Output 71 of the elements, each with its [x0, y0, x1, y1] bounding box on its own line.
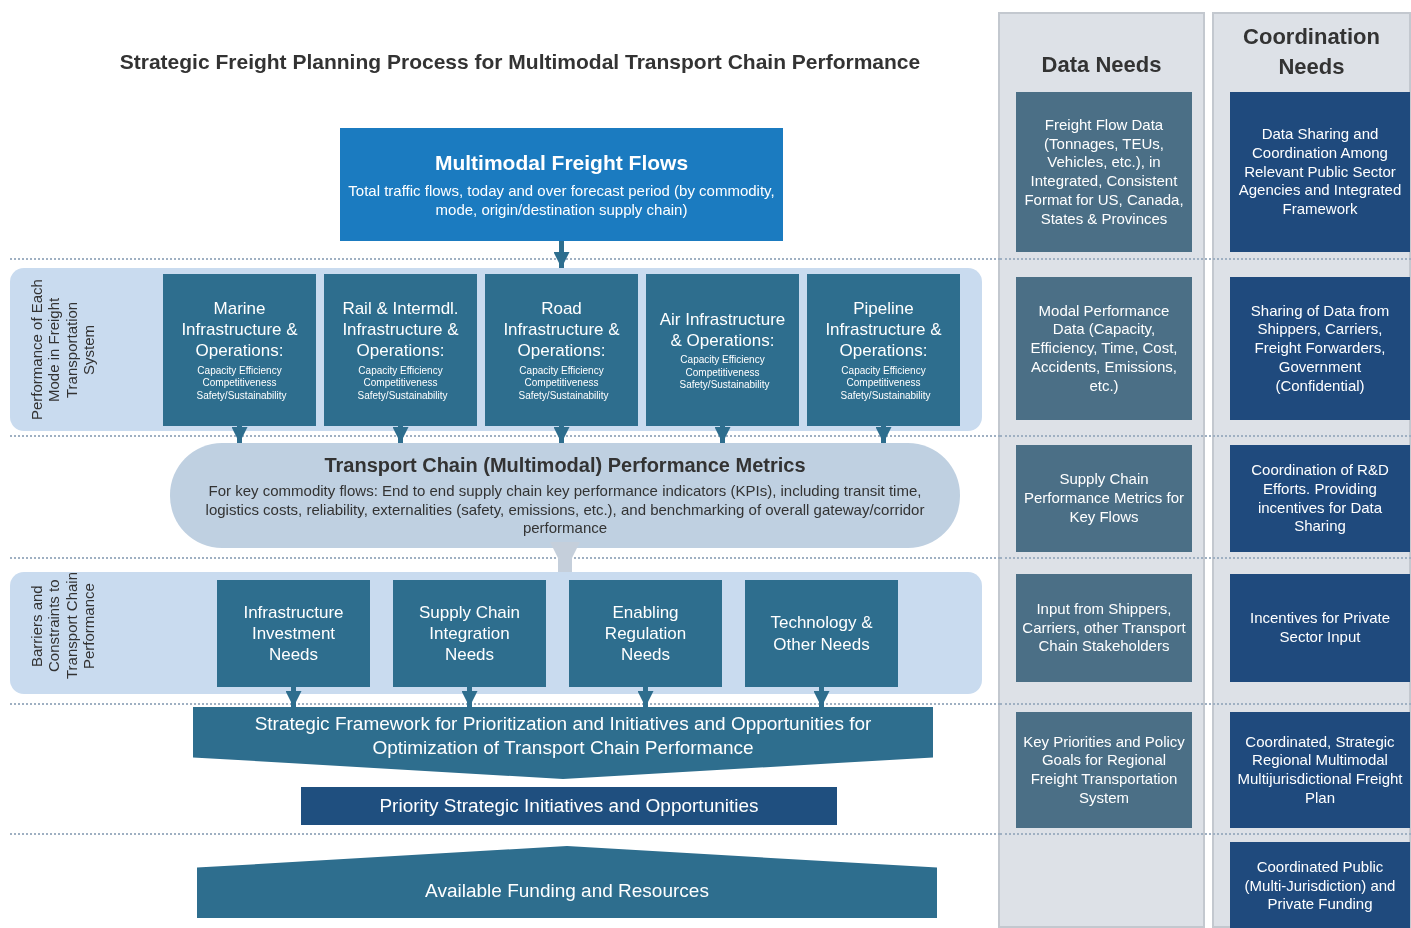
arrow — [392, 426, 409, 443]
mode-box — [807, 274, 960, 426]
needs-box — [569, 580, 722, 687]
data-needs-box — [1016, 712, 1192, 828]
node-text: Infrastructure Investment Needs — [242, 601, 345, 666]
node-text: Technology & Other Needs — [769, 612, 874, 655]
band-panel — [10, 572, 982, 694]
band-label: Barriers and Constraints to Transport Chain Performance — [28, 571, 97, 682]
node-text: Incentives for Private Sector Input — [1248, 609, 1392, 647]
funding-banner — [197, 846, 937, 918]
box-heading: Road Infrastructure & Operations: — [502, 297, 621, 362]
needs-box — [393, 580, 546, 687]
box-heading: Transport Chain (Multimodal) Performance Metrics — [323, 452, 807, 478]
box-heading: Rail & Intermdl. Infrastructure & Operations: — [341, 297, 460, 362]
arrow — [550, 542, 580, 572]
node-text: Enabling Regulation Needs — [603, 601, 688, 666]
data-needs-box — [1016, 445, 1192, 552]
node-text: Freight Flow Data (Tonnages, TEUs, Vehicles, etc.), in Integrated, Consistent Format for US, Canada, States & Provinces — [1023, 115, 1185, 229]
mode-box — [324, 274, 477, 426]
coordination-needs-box — [1230, 574, 1410, 682]
diagram-title: Strategic Freight Planning Process for Multimodal Transport Chain Performance — [118, 50, 922, 74]
arrow — [813, 687, 830, 707]
node-text: Strategic Framework for Prioritization and Initiatives and Opportunities for Optimization of Transport Chain Performance — [253, 712, 873, 760]
coordination-needs-box — [1230, 277, 1410, 420]
arrow — [875, 426, 892, 443]
arrow — [637, 687, 654, 707]
node-text: Data Sharing and Coordination Among Relevant Public Sector Agencies and Integrated Framework — [1237, 125, 1403, 219]
mode-box — [646, 274, 799, 426]
node-text: Coordinated, Strategic Regional Multimodal Multijurisdictional Freight Plan — [1236, 732, 1404, 808]
node-description: For key commodity flows: End to end supply chain key performance indicators (KPIs), including transit time, logistics costs, reliability, externalities (safety, emissions, etc.), and benchmarking of overall gateway/corridor performance — [204, 481, 926, 539]
coordination-needs-box — [1230, 712, 1410, 828]
mode-box — [485, 274, 638, 426]
process-box — [340, 128, 783, 241]
initiatives-bar — [301, 787, 837, 825]
arrow — [553, 241, 570, 268]
arrow — [231, 426, 248, 443]
box-heading: Pipeline Infrastructure & Operations: — [824, 297, 943, 362]
data-needs-box — [1016, 92, 1192, 252]
arrow — [285, 687, 302, 707]
framework-banner — [193, 707, 933, 779]
node-text: Modal Performance Data (Capacity, Efficiency, Time, Cost, Accidents, Emissions, etc.) — [1029, 301, 1179, 396]
coordination-needs-box — [1230, 92, 1410, 252]
mode-box — [163, 274, 316, 426]
node-text: Sharing of Data from Shippers, Carriers, Freight Forwarders, Government (Confidential) — [1249, 301, 1391, 396]
box-heading: Multimodal Freight Flows — [433, 149, 690, 176]
node-description: Total traffic flows, today and over forecast period (by commodity, mode, origin/destination supply chain) — [347, 181, 776, 220]
coordination-needs-box — [1230, 842, 1410, 928]
box-heading: Marine Infrastructure & Operations: — [180, 297, 299, 362]
node-text: Supply Chain Integration Needs — [417, 601, 522, 666]
node-text: Coordination of R&D Efforts. Providing incentives for Data Sharing — [1250, 461, 1390, 536]
column-heading: Coordination Needs — [1242, 23, 1381, 81]
data-needs-box — [1016, 277, 1192, 420]
node-text: Input from Shippers, Carriers, other Transport Chain Stakeholders — [1021, 599, 1187, 657]
arrow — [714, 426, 731, 443]
column-heading: Data Needs — [1040, 51, 1163, 79]
arrow — [553, 426, 570, 443]
node-text: Coordinated Public (Multi-Jurisdiction) and Private Funding — [1243, 857, 1397, 915]
box-heading: Air Infrastructure & Operations: — [658, 308, 787, 351]
band-panel — [10, 268, 982, 431]
column-panel — [998, 12, 1205, 928]
needs-box — [217, 580, 370, 687]
node-text: Priority Strategic Initiatives and Opportunities — [378, 794, 760, 818]
needs-box — [745, 580, 898, 687]
column-panel — [1212, 12, 1411, 928]
node-text: Available Funding and Resources — [424, 879, 710, 903]
band-label: Performance of Each Mode in Freight Transportation System — [28, 278, 97, 422]
coordination-needs-box — [1230, 445, 1410, 552]
node-text: Key Priorities and Policy Goals for Regional Freight Transportation System — [1022, 732, 1186, 808]
data-needs-box — [1016, 574, 1192, 682]
node-text: Supply Chain Performance Metrics for Key Flows — [1022, 470, 1185, 527]
arrow — [461, 687, 478, 707]
